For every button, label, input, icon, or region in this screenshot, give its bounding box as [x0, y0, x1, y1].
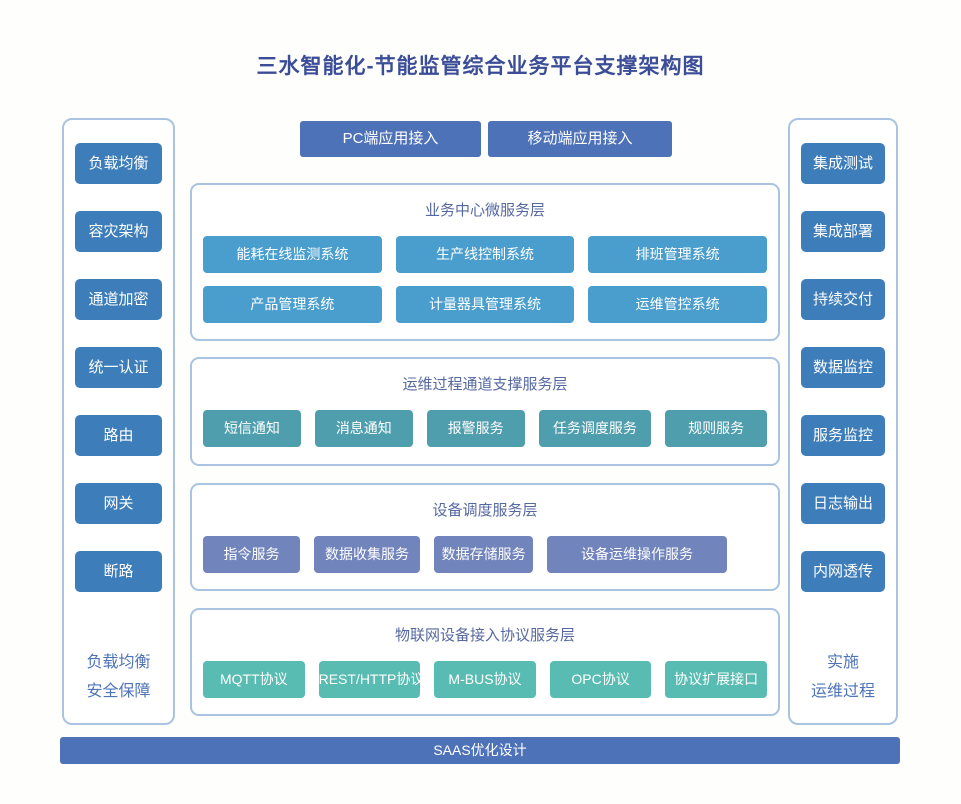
sidebar-box-gateway: 网关 [74, 483, 163, 524]
layer-business-microservices: 业务中心微服务层 能耗在线监测系统 生产线控制系统 排班管理系统 产品管理系统 … [190, 183, 780, 341]
layer-device-scheduling: 设备调度服务层 指令服务 数据收集服务 数据存储服务 设备运维操作服务 [190, 483, 780, 591]
protocol-box-rest-http: REST/HTTP协议 [318, 661, 421, 698]
layer-title: 设备调度服务层 [432, 502, 538, 519]
service-box-product-management: 产品管理系统 [203, 286, 382, 323]
sidebar-box-routing: 路由 [74, 415, 163, 456]
sidebar-box-channel-encryption: 通道加密 [74, 279, 163, 320]
service-box-shift-management: 排班管理系统 [588, 236, 768, 273]
layer-title: 运维过程通道支撑服务层 [402, 376, 568, 393]
sidebar-box-unified-auth: 统一认证 [74, 347, 163, 388]
service-box-sms-notify: 短信通知 [203, 410, 301, 447]
service-box-metering-instrument: 计量器具管理系统 [395, 286, 575, 323]
protocol-box-mqtt: MQTT协议 [203, 661, 305, 698]
pc-access-box: PC端应用接入 [300, 121, 481, 157]
caption-line: 负载均衡 [86, 654, 151, 671]
protocol-box-extension-interface: 协议扩展接口 [665, 661, 767, 698]
page-title: 三水智能化-节能监管综合业务平台支撑架构图 [256, 55, 705, 78]
right-sidebar-panel: 集成测试 集成部署 持续交付 数据监控 服务监控 日志输出 内网透传 实施 运维… [788, 118, 898, 725]
sidebar-box-intranet-passthrough: 内网透传 [800, 551, 886, 592]
layer-row: 指令服务 数据收集服务 数据存储服务 设备运维操作服务 [192, 536, 778, 573]
service-box-rule-service: 规则服务 [665, 410, 767, 447]
layer-ops-channel-support: 运维过程通道支撑服务层 短信通知 消息通知 报警服务 任务调度服务 规则服务 [190, 357, 780, 466]
right-sidebar-caption: 实施 运维过程 [811, 649, 875, 707]
mobile-access-box: 移动端应用接入 [488, 121, 672, 157]
caption-line: 实施 [826, 654, 859, 671]
saas-optimization-bar: SAAS优化设计 [60, 737, 900, 764]
protocol-box-opc: OPC协议 [549, 661, 652, 698]
left-sidebar-caption: 负载均衡 安全保障 [86, 649, 150, 707]
service-box-data-collection: 数据收集服务 [314, 536, 421, 573]
sidebar-box-data-monitoring: 数据监控 [800, 347, 886, 388]
caption-line: 运维过程 [810, 682, 875, 700]
layer-row: 能耗在线监测系统 生产线控制系统 排班管理系统 [192, 236, 778, 273]
layer-iot-protocol: 物联网设备接入协议服务层 MQTT协议 REST/HTTP协议 M-BUS协议 … [190, 608, 780, 716]
sidebar-box-disaster-recovery: 容灾架构 [74, 211, 163, 252]
service-box-ops-control: 运维管控系统 [588, 286, 768, 323]
sidebar-box-integration-deploy: 集成部署 [800, 211, 886, 252]
layer-row: 产品管理系统 计量器具管理系统 运维管控系统 [192, 286, 778, 323]
sidebar-box-continuous-delivery: 持续交付 [800, 279, 886, 320]
service-box-data-storage: 数据存储服务 [434, 536, 534, 573]
layer-title: 物联网设备接入协议服务层 [394, 627, 575, 644]
caption-line: 安全保障 [86, 682, 151, 700]
service-box-message-notify: 消息通知 [314, 410, 413, 447]
service-box-alarm-service: 报警服务 [426, 410, 525, 447]
protocol-box-mbus: M-BUS协议 [434, 661, 536, 698]
sidebar-box-circuit-break: 断路 [74, 551, 163, 592]
sidebar-box-load-balancing: 负载均衡 [74, 143, 163, 184]
sidebar-box-service-monitoring: 服务监控 [800, 415, 886, 456]
layer-row: MQTT协议 REST/HTTP协议 M-BUS协议 OPC协议 协议扩展接口 [192, 661, 778, 698]
layer-title: 业务中心微服务层 [424, 202, 545, 219]
service-box-device-ops-operation: 设备运维操作服务 [547, 536, 727, 573]
sidebar-box-integration-test: 集成测试 [800, 143, 886, 184]
layer-row: 短信通知 消息通知 报警服务 任务调度服务 规则服务 [192, 410, 778, 447]
service-box-command-service: 指令服务 [203, 536, 300, 573]
service-box-production-line-control: 生产线控制系统 [395, 236, 575, 273]
service-box-task-scheduling: 任务调度服务 [538, 410, 652, 447]
sidebar-box-log-output: 日志输出 [800, 483, 886, 524]
left-sidebar-panel: 负载均衡 容灾架构 通道加密 统一认证 路由 网关 断路 负载均衡 安全保障 [62, 118, 175, 725]
service-box-energy-monitoring: 能耗在线监测系统 [203, 236, 382, 273]
